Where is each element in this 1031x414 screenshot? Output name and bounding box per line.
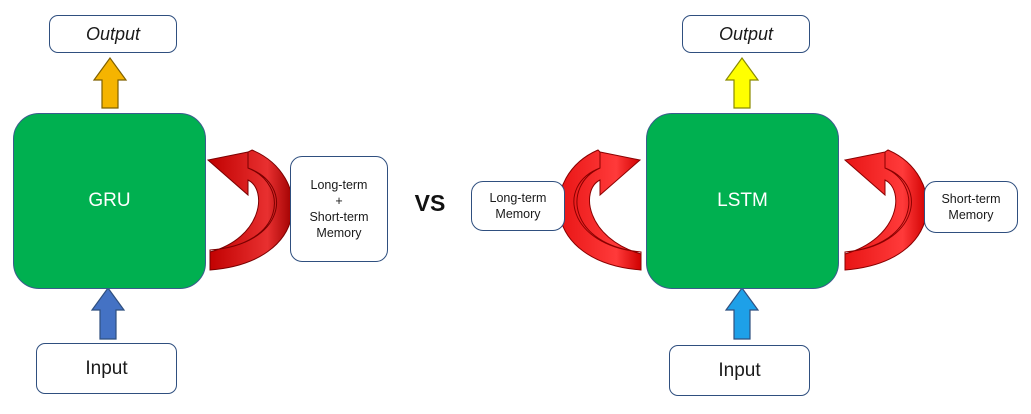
lstm-short-memory-line-2: Memory [948,208,994,222]
gru-memory-loop-arrow [206,149,294,271]
gru-memory-line-1: Long-term [310,178,368,192]
gru-input-label: Input [85,357,128,379]
lstm-node-label: LSTM [717,190,768,211]
gru-node-label: GRU [88,190,131,211]
gru-memory-line-3: Short-term [309,210,369,224]
vs-label: VS [414,190,446,216]
lstm-output-box: Output [682,15,810,53]
gru-memory-line-4: Memory [316,226,362,240]
lstm-long-memory-line-1: Long-term [489,191,547,205]
lstm-input-label: Input [718,359,761,381]
gru-output-box: Output [49,15,177,53]
lstm-long-memory-box: Long-term Memory [471,181,565,231]
lstm-output-label: Output [718,23,774,44]
gru-memory-line-2: + [335,194,343,208]
gru-memory-box: Long-term + Short-term Memory [290,156,388,262]
lstm-input-arrow [724,286,760,340]
lstm-short-memory-box: Short-term Memory [924,181,1018,233]
lstm-output-arrow [724,56,760,109]
gru-node: GRU [13,113,206,289]
lstm-input-box: Input [669,345,810,396]
lstm-short-memory-loop-arrow [843,149,928,271]
lstm-long-memory-loop-arrow [558,149,642,271]
gru-output-label: Output [85,23,141,44]
lstm-long-memory-line-2: Memory [495,207,541,221]
gru-input-arrow [90,286,126,340]
gru-output-arrow [92,56,128,109]
lstm-node: LSTM [646,113,839,289]
gru-input-box: Input [36,343,177,394]
lstm-short-memory-line-1: Short-term [941,192,1001,206]
